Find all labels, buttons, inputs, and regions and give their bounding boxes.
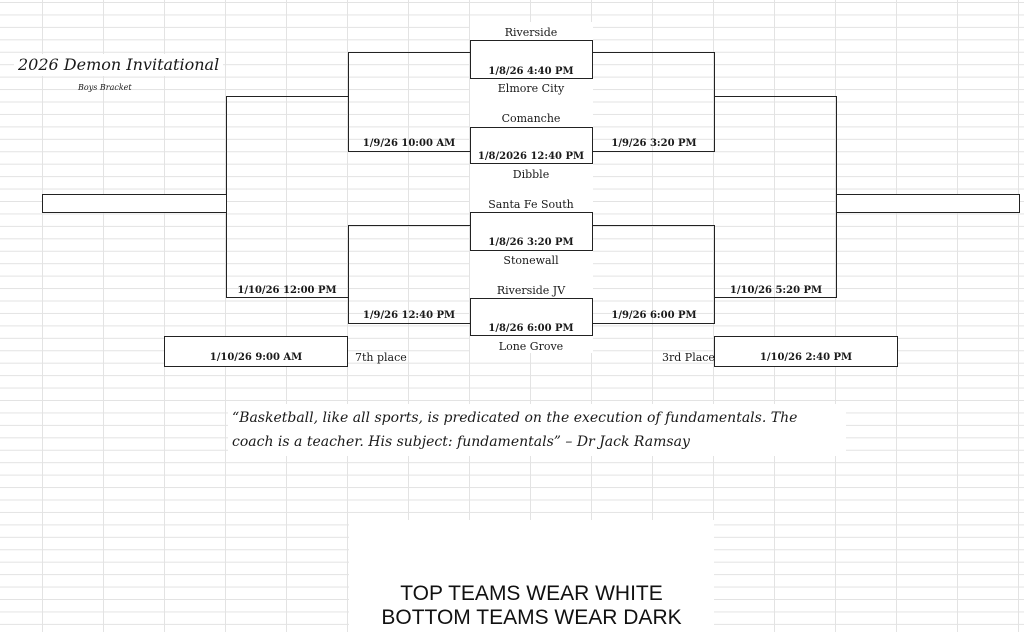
r2-left-bottom-vline <box>348 225 349 323</box>
r2-right-top-bottom-line <box>593 151 715 152</box>
r2-left-bottom-line <box>348 225 470 226</box>
game-time-1: 1/8/26 4:40 PM <box>488 66 574 77</box>
third-place-time: 1/10/26 2:40 PM <box>759 352 853 363</box>
r2-left-bottom-bottom-line <box>348 323 470 324</box>
game-box-4[interactable] <box>470 298 593 336</box>
r2-left-top-vline <box>348 52 349 151</box>
jersey-notice-line-2: BOTTOM TEAMS WEAR DARK <box>381 606 682 629</box>
game-box-2[interactable] <box>470 127 593 164</box>
r3-left-top-line <box>226 96 348 97</box>
r2-left-top-line <box>348 52 470 53</box>
r3-left-time: 1/10/26 12:00 PM <box>237 285 337 296</box>
champion-box-right[interactable] <box>836 194 1020 213</box>
seventh-place-label: 7th place <box>355 351 407 364</box>
game-time-2: 1/8/2026 12:40 PM <box>477 151 585 162</box>
r2-right-bottom-bottom-line <box>593 323 715 324</box>
team-stonewall[interactable]: Stonewall <box>470 254 592 267</box>
jersey-notice-panel <box>349 520 714 632</box>
r2-right-top-time: 1/9/26 3:20 PM <box>611 138 697 149</box>
r2-left-bottom-time: 1/9/26 12:40 PM <box>362 310 456 321</box>
team-riverside[interactable]: Riverside <box>470 26 592 39</box>
champion-box-left[interactable] <box>42 194 227 213</box>
r2-left-top-bottom-line <box>348 151 470 152</box>
game-time-4: 1/8/26 6:00 PM <box>488 323 574 334</box>
coach-quote: “Basketball, like all sports, is predica… <box>228 404 846 456</box>
team-lone-grove[interactable]: Lone Grove <box>470 340 592 353</box>
r3-left-bottom-line <box>226 297 348 298</box>
team-elmore-city[interactable]: Elmore City <box>470 82 592 95</box>
game-box-1[interactable] <box>470 40 593 79</box>
game-time-3: 1/8/26 3:20 PM <box>488 237 574 248</box>
third-place-label: 3rd Place <box>662 351 715 364</box>
r2-right-bottom-vline <box>714 225 715 323</box>
game-box-3[interactable] <box>470 212 593 251</box>
team-santa-fe-south[interactable]: Santa Fe South <box>470 198 592 211</box>
team-dibble[interactable]: Dibble <box>470 168 592 181</box>
seventh-place-box[interactable] <box>164 336 348 367</box>
r2-right-top-vline <box>714 52 715 151</box>
bracket-subtitle: Boys Bracket <box>78 83 132 92</box>
r2-right-bottom-line <box>593 225 715 226</box>
r3-right-bottom-line <box>715 297 837 298</box>
bracket-title: 2026 Demon Invitational <box>14 54 224 76</box>
seventh-place-time: 1/10/26 9:00 AM <box>209 352 303 363</box>
jersey-notice-line-1: TOP TEAMS WEAR WHITE <box>400 582 663 605</box>
third-place-box[interactable] <box>714 336 898 367</box>
r2-left-top-time: 1/9/26 10:00 AM <box>362 138 456 149</box>
r2-right-top-line <box>593 52 715 53</box>
team-riverside-jv[interactable]: Riverside JV <box>470 284 592 297</box>
team-comanche[interactable]: Comanche <box>470 112 592 125</box>
r3-right-time: 1/10/26 5:20 PM <box>729 285 823 296</box>
r3-right-top-line <box>715 96 837 97</box>
r2-right-bottom-time: 1/9/26 6:00 PM <box>611 310 697 321</box>
